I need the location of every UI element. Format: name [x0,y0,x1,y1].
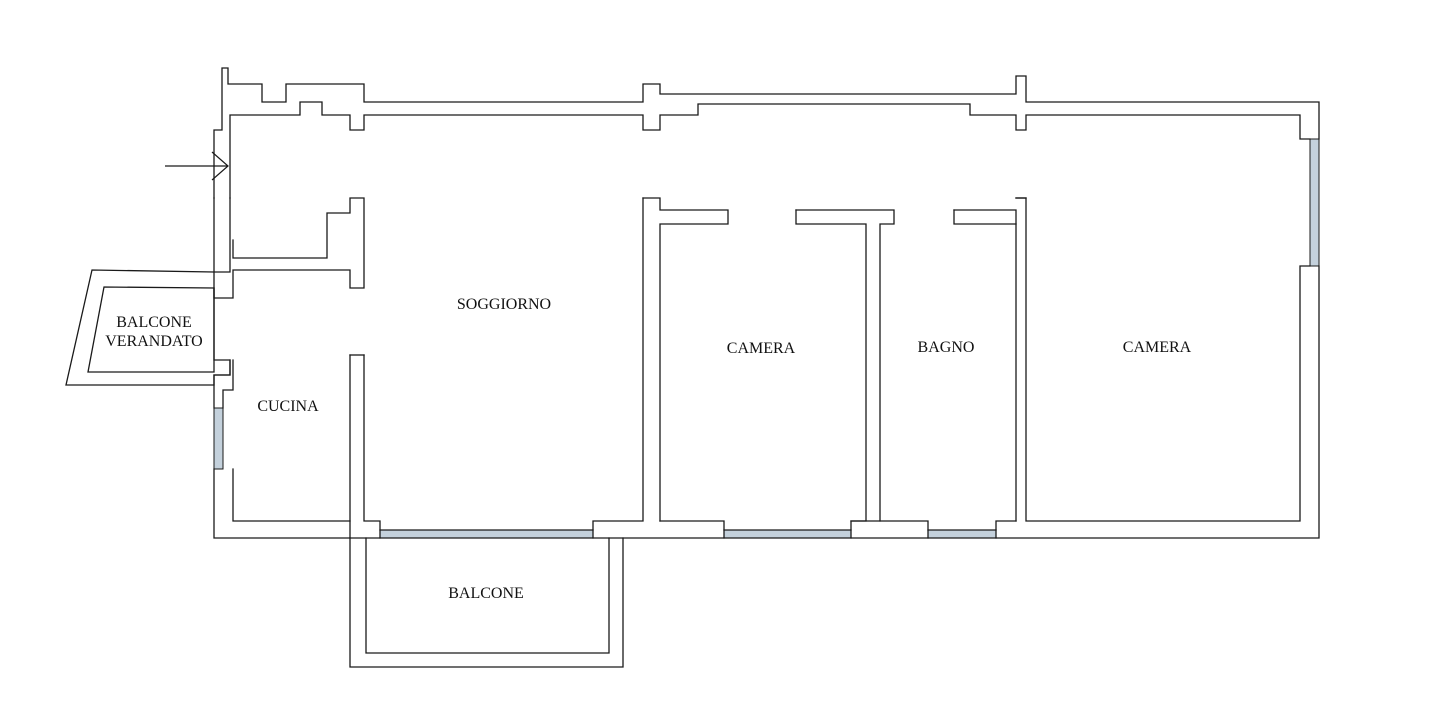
east-wall-inner [1015,197,1311,522]
window-cucina-west [213,407,224,470]
south-wall-inner-camera [659,520,725,539]
label-cucina: CUCINA [257,398,319,415]
south-wall-inner-bagno [879,520,929,539]
west-wall-lower [213,359,231,409]
label-bagno: BAGNO [918,339,975,356]
wall-bagno-camera2-inner [953,209,1017,225]
entrance-arrow-icon [165,151,229,181]
west-wall-lower-inner [222,359,234,409]
room-labels: SOGGIORNO CAMERA BAGNO CAMERA CUCINA BAL… [105,296,1191,602]
balconies [65,269,624,668]
north-wall-inner [229,101,1311,199]
wall-soggiorno-camera-inner [642,197,729,522]
window-camera-south [723,529,852,539]
wall-camera-bagno-inner [795,209,867,522]
balcone-verandato-inner [87,286,215,373]
wall-camera-bagno [795,209,895,539]
wall-soggiorno-west-inner [363,354,381,539]
label-balcone-verandato-line1: BALCONE [116,314,192,331]
window-camera-east [1309,138,1320,267]
outer-walls [213,67,1320,539]
wall-bagno-camera2 [953,209,1017,522]
window-bagno-south [927,529,997,539]
south-wall-inner-camera2 [995,520,1017,539]
wall-soggiorno-camera [592,197,644,539]
balcone-outline-outer [349,537,624,668]
balcone-verandato-outer [65,269,231,386]
label-camera-2: CAMERA [1123,339,1192,356]
window-living-south [379,529,594,539]
label-soggiorno: SOGGIORNO [457,296,551,313]
label-balcone-verandato-line2: VERANDATO [105,333,202,350]
east-wall-outer [213,265,1320,539]
label-balcone: BALCONE [448,585,524,602]
wall-ingresso-cucina [213,197,231,273]
label-camera-1: CAMERA [727,340,796,357]
south-wall-inner-cucina [232,468,351,522]
interior-walls [213,197,1027,539]
wall-cucina-top [213,197,365,299]
north-wall-outer [213,67,1320,199]
balcone-outline-inner [365,537,610,654]
